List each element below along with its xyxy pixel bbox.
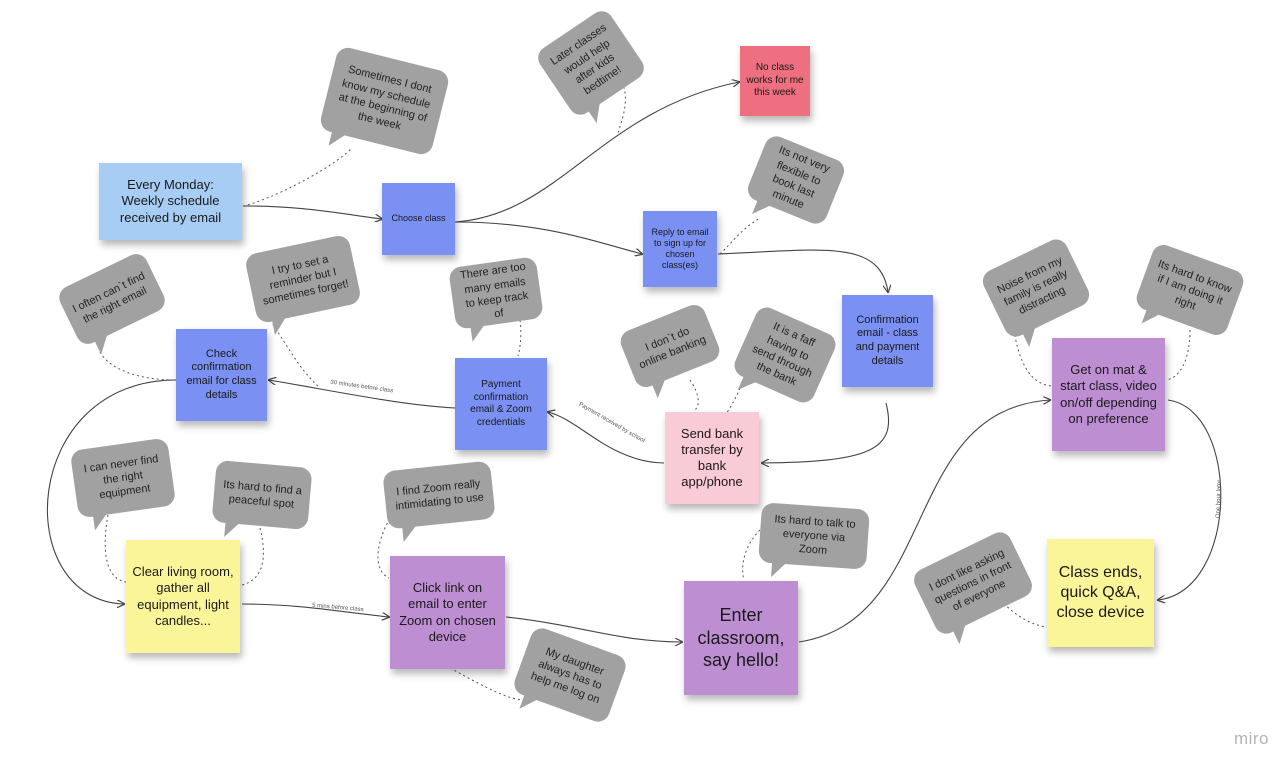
step-check-confirmation: Check confirmation email for class detai… — [176, 329, 267, 421]
step-reply-to-email: Reply to email to sign up for chosen cla… — [643, 211, 717, 287]
comment-peaceful-spot: Its hard to find a peaceful spot — [211, 459, 313, 531]
dash-flexible — [719, 217, 761, 255]
edge-reply-confirm — [717, 249, 888, 292]
step-confirmation-email: Confirmation email - class and payment d… — [842, 295, 933, 387]
edge-payment-check — [269, 380, 456, 409]
step-click-link: Click link on email to enter Zoom on cho… — [390, 556, 505, 669]
edge-confirm-bank — [762, 402, 890, 463]
step-enter-classroom: Enter classroom, say hello! — [684, 581, 798, 695]
dash-onlinebank — [689, 379, 699, 411]
step-send-bank-transfer: Send bank transfer by bank app/phone — [665, 412, 759, 504]
edge-mat-ends — [1158, 399, 1222, 600]
step-choose-class: Choose class — [382, 183, 455, 255]
step-class-ends: Class ends, quick Q&A, close device — [1047, 539, 1154, 647]
dash-findemail — [99, 351, 177, 381]
dash-toomany — [517, 319, 522, 357]
dash-peaceful — [241, 527, 264, 586]
comment-zoom-intimidating: I find Zoom really intimidating to use — [382, 460, 496, 530]
step-clear-living-room: Clear living room, gather all equipment,… — [126, 540, 240, 653]
dash-talk — [742, 529, 761, 581]
step-no-class-works: No class works for me this week — [740, 46, 810, 116]
edge-enter-mat — [798, 400, 1050, 643]
comment-equipment: I can never find the right equipment — [69, 437, 177, 519]
dash-noise — [1013, 329, 1053, 387]
edge-click-enter — [505, 616, 682, 642]
step-weekly-schedule: Every Monday: Weekly schedule received b… — [99, 163, 242, 240]
step-get-on-mat: Get on mat & start class, video on/off d… — [1052, 338, 1165, 451]
edge-clear-click — [241, 603, 389, 617]
edge-bank-payment — [548, 412, 665, 464]
dash-equipment — [104, 514, 127, 583]
edge-choose-noclass — [454, 82, 739, 223]
comment-too-many-emails: There are too many emails to keep track … — [448, 256, 544, 330]
dash-schedule — [242, 147, 353, 207]
edge-monday-choose — [242, 205, 382, 219]
edge-check-clear — [46, 379, 177, 604]
miro-logo: miro — [1233, 729, 1269, 748]
dash-hardknow — [1165, 329, 1191, 381]
edge-choose-reply — [454, 221, 642, 254]
comment-talk-via-zoom: Its hard to talk to everyone via Zoom — [758, 502, 870, 570]
dash-faff — [725, 387, 741, 415]
step-payment-confirmation: Payment confirmation email & Zoom creden… — [455, 358, 547, 450]
